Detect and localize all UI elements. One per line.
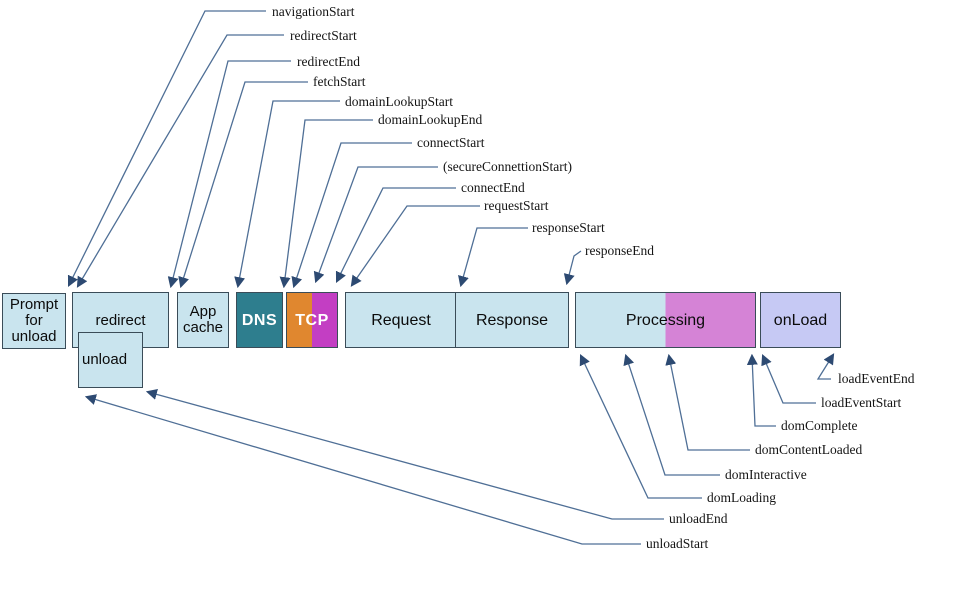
connector-loadEventStart xyxy=(761,353,816,404)
connector-connectStart xyxy=(291,142,412,289)
phase-box-unload: unload xyxy=(78,332,143,388)
connector-domContentLoaded xyxy=(665,353,750,451)
connector-connectEnd xyxy=(335,187,456,283)
event-label-responseStart: responseStart xyxy=(532,220,605,235)
phase-box-app-cache: App cache xyxy=(177,292,229,348)
connector-requestStart xyxy=(350,205,480,287)
event-label-domainLookupEnd: domainLookupEnd xyxy=(378,112,483,127)
connector-domInteractive xyxy=(623,353,720,476)
connector-responseStart xyxy=(458,227,528,288)
event-label-unloadStart: unloadStart xyxy=(646,536,709,551)
connector-responseEnd xyxy=(563,250,582,286)
connector-secureConnectionStart xyxy=(313,166,438,284)
event-label-loadEventEnd: loadEventEnd xyxy=(838,371,915,386)
event-label-domLoading: domLoading xyxy=(707,490,776,505)
phase-box-request: Request xyxy=(345,292,457,348)
connector-unloadStart xyxy=(84,394,641,545)
phase-box-tcp: TCP xyxy=(286,292,338,348)
connector-redirectStart xyxy=(76,34,284,288)
phase-box-dns: DNS xyxy=(236,292,283,348)
connector-domainLookupEnd xyxy=(279,119,373,289)
event-label-requestStart: requestStart xyxy=(484,198,549,213)
event-label-connectEnd: connectEnd xyxy=(461,180,525,195)
connector-unloadEnd xyxy=(145,389,664,520)
connector-domLoading xyxy=(579,354,702,499)
connector-domComplete xyxy=(746,353,776,427)
event-label-unloadEnd: unloadEnd xyxy=(669,511,728,526)
phase-box-prompt-for-unload: Prompt for unload xyxy=(2,293,66,349)
connector-fetchStart xyxy=(178,81,308,289)
event-label-fetchStart: fetchStart xyxy=(313,74,366,89)
event-label-domainLookupStart: domainLookupStart xyxy=(345,94,453,109)
event-label-redirectEnd: redirectEnd xyxy=(297,54,360,69)
event-label-navigationStart: navigationStart xyxy=(272,4,355,19)
event-label-domContentLoaded: domContentLoaded xyxy=(755,442,863,457)
connector-loadEventEnd xyxy=(816,353,835,380)
phase-box-onload: onLoad xyxy=(760,292,841,348)
event-label-responseEnd: responseEnd xyxy=(585,243,654,258)
event-label-domComplete: domComplete xyxy=(781,418,858,433)
event-label-loadEventStart: loadEventStart xyxy=(821,395,902,410)
event-label-redirectStart: redirectStart xyxy=(290,28,357,43)
phase-box-response: Response xyxy=(455,292,569,348)
connector-redirectEnd xyxy=(167,60,291,289)
event-label-secureConnectionStart: (secureConnettionStart) xyxy=(443,159,572,174)
event-label-domInteractive: domInteractive xyxy=(725,467,807,482)
event-label-connectStart: connectStart xyxy=(417,135,485,150)
connector-navigationStart xyxy=(67,10,266,287)
connector-domainLookupStart xyxy=(234,100,340,289)
phase-box-processing: Processing xyxy=(575,292,756,348)
